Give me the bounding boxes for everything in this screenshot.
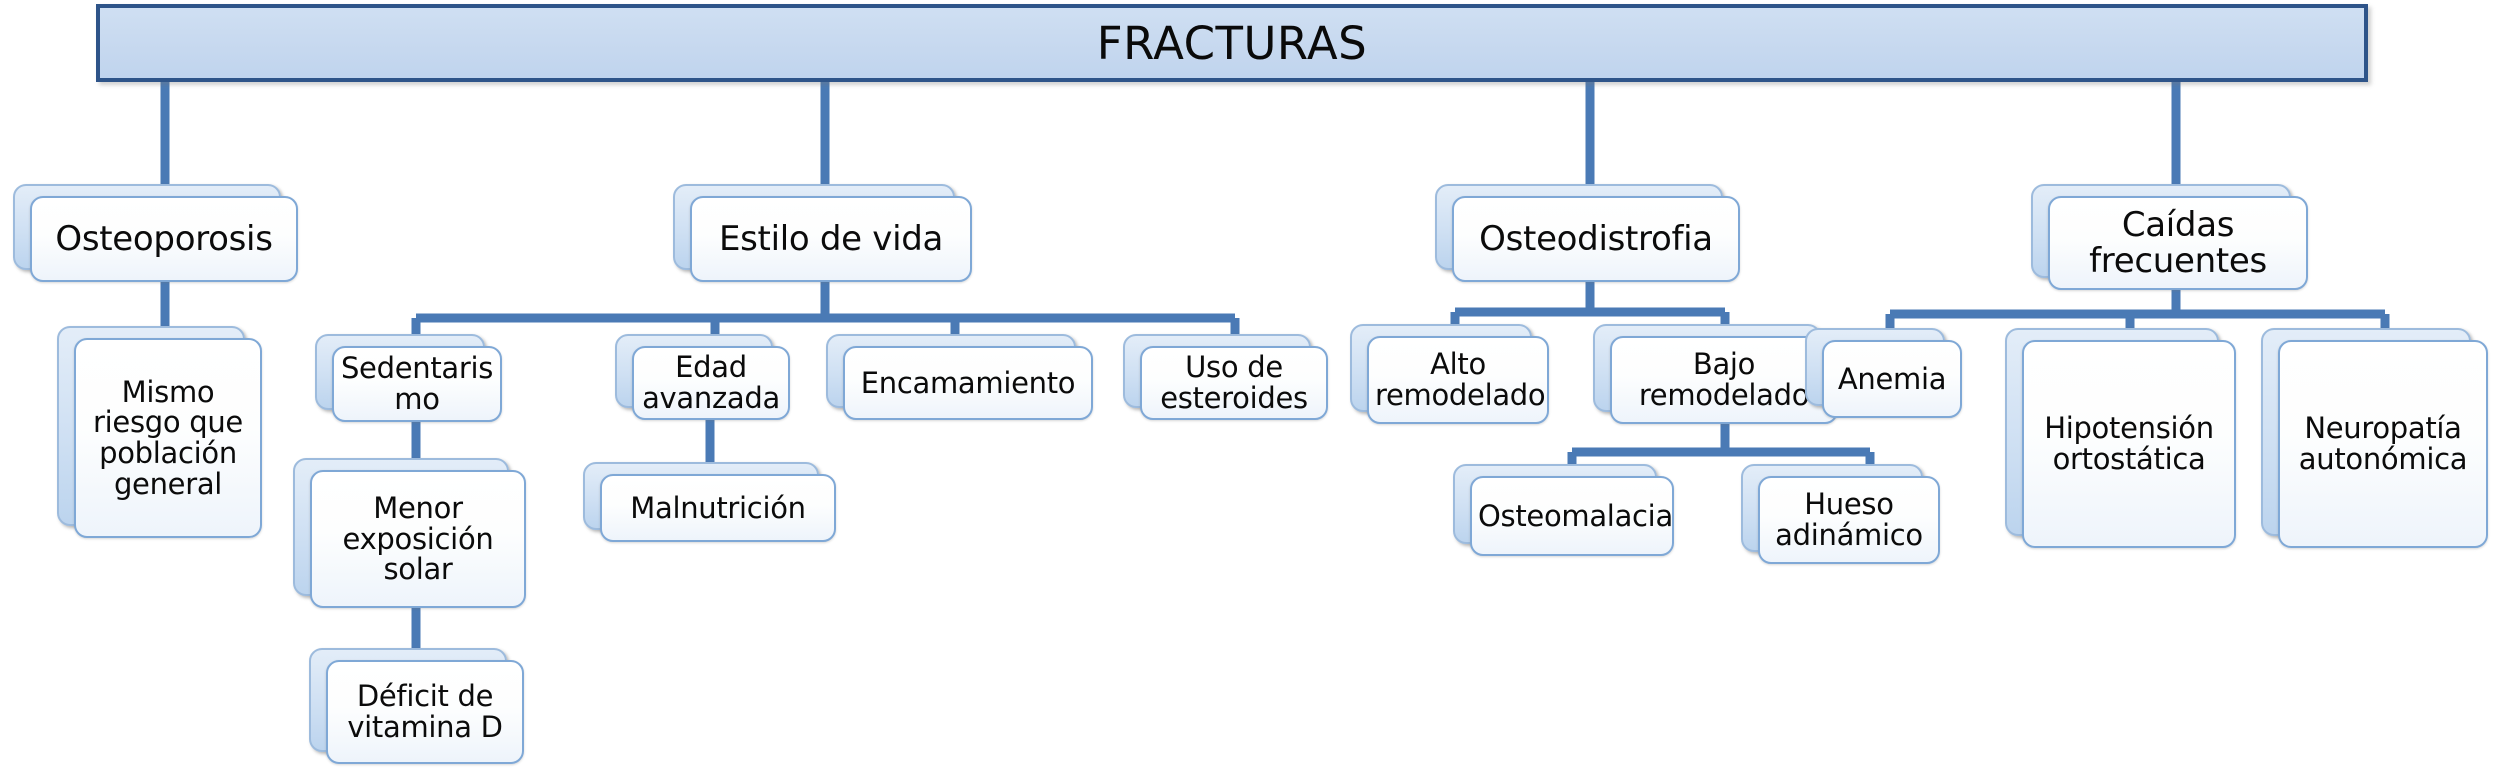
- node-deficit-vitamina-d[interactable]: Déficit de vitamina D: [309, 648, 524, 764]
- node-anemia-label: Anemia: [1837, 361, 1947, 396]
- node-uso-de-esteroides-label: Uso de esteroides: [1160, 350, 1308, 415]
- node-bajo-remodelado-card: Bajo remodelado: [1610, 336, 1838, 424]
- node-estilo-de-vida-label: Estilo de vida: [718, 218, 944, 259]
- node-neuropatia-autonomica-label: Neuropatía autonómica: [2298, 411, 2468, 476]
- node-menor-exposicion-solar-label: Menor exposición solar: [342, 490, 494, 587]
- node-bajo-remodelado-label: Bajo remodelado: [1638, 347, 1810, 412]
- node-osteodistrofia-card: Osteodistrofia: [1452, 196, 1740, 282]
- node-osteomalacia[interactable]: Osteomalacia: [1453, 464, 1674, 556]
- node-sedentarismo-label: Sedentaris mo: [340, 351, 494, 416]
- node-estilo-de-vida[interactable]: Estilo de vida: [673, 184, 972, 282]
- node-encamamiento-card: Encamamiento: [843, 346, 1093, 420]
- node-osteomalacia-label: Osteomalacia: [1478, 498, 1673, 533]
- node-alto-remodelado-card: Alto remodelado: [1367, 336, 1549, 424]
- node-neuropatia-autonomica-card: Neuropatía autonómica: [2278, 340, 2488, 548]
- node-malnutricion-label: Malnutrición: [630, 490, 806, 525]
- node-hueso-adinamico-label: Hueso adinámico: [1775, 487, 1923, 552]
- node-estilo-de-vida-card: Estilo de vida: [690, 196, 972, 282]
- node-encamamiento-label: Encamamiento: [860, 365, 1076, 400]
- node-mismo-riesgo[interactable]: Mismo riesgo que población general: [57, 326, 262, 538]
- node-uso-de-esteroides-card: Uso de esteroides: [1140, 346, 1328, 420]
- node-alto-remodelado[interactable]: Alto remodelado: [1350, 324, 1549, 424]
- node-alto-remodelado-label: Alto remodelado: [1375, 347, 1546, 412]
- node-uso-de-esteroides[interactable]: Uso de esteroides: [1123, 334, 1328, 420]
- node-neuropatia-autonomica[interactable]: Neuropatía autonómica: [2261, 328, 2488, 548]
- node-caidas-frecuentes-card: Caídas frecuentes: [2048, 196, 2308, 290]
- node-osteodistrofia-label: Osteodistrofia: [1479, 218, 1713, 259]
- node-edad-avanzada-label: Edad avanzada: [642, 350, 780, 415]
- node-anemia[interactable]: Anemia: [1805, 328, 1962, 418]
- node-hipotension-ortostatica-label: Hipotensión ortostática: [2044, 411, 2214, 476]
- node-hueso-adinamico[interactable]: Hueso adinámico: [1741, 464, 1940, 564]
- node-encamamiento[interactable]: Encamamiento: [826, 334, 1093, 420]
- node-deficit-vitamina-d-card: Déficit de vitamina D: [326, 660, 524, 764]
- node-osteoporosis-card: Osteoporosis: [30, 196, 298, 282]
- node-mismo-riesgo-label: Mismo riesgo que población general: [93, 374, 243, 501]
- node-bajo-remodelado[interactable]: Bajo remodelado: [1593, 324, 1838, 424]
- node-menor-exposicion-solar[interactable]: Menor exposición solar: [293, 458, 526, 608]
- node-edad-avanzada-card: Edad avanzada: [632, 346, 790, 420]
- node-edad-avanzada[interactable]: Edad avanzada: [615, 334, 790, 420]
- node-osteomalacia-card: Osteomalacia: [1470, 476, 1674, 556]
- root-node-label: FRACTURAS: [1096, 16, 1368, 70]
- node-deficit-vitamina-d-label: Déficit de vitamina D: [347, 679, 503, 744]
- root-node-fracturas[interactable]: FRACTURAS: [96, 4, 2368, 82]
- node-mismo-riesgo-card: Mismo riesgo que población general: [74, 338, 262, 538]
- node-anemia-card: Anemia: [1822, 340, 1962, 418]
- node-caidas-frecuentes-label: Caídas frecuentes: [2089, 204, 2267, 281]
- node-osteodistrofia[interactable]: Osteodistrofia: [1435, 184, 1740, 282]
- node-osteoporosis[interactable]: Osteoporosis: [13, 184, 298, 282]
- node-menor-exposicion-solar-card: Menor exposición solar: [310, 470, 526, 608]
- node-hipotension-ortostatica[interactable]: Hipotensión ortostática: [2005, 328, 2236, 548]
- node-malnutricion[interactable]: Malnutrición: [583, 462, 836, 542]
- node-malnutricion-card: Malnutrición: [600, 474, 836, 542]
- node-caidas-frecuentes[interactable]: Caídas frecuentes: [2031, 184, 2308, 290]
- node-hipotension-ortostatica-card: Hipotensión ortostática: [2022, 340, 2236, 548]
- node-sedentarismo-card: Sedentaris mo: [332, 346, 502, 422]
- node-sedentarismo[interactable]: Sedentaris mo: [315, 334, 502, 422]
- node-hueso-adinamico-card: Hueso adinámico: [1758, 476, 1940, 564]
- node-osteoporosis-label: Osteoporosis: [55, 218, 273, 259]
